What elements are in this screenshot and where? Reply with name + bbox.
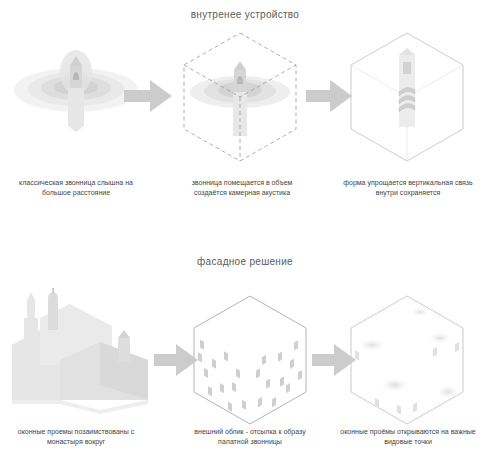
section-heading: внутренее устройство [145,9,345,20]
monastery [12,288,148,414]
section-heading: фасадное решение [145,256,345,267]
caption: звонница помещается в объем создаётся ка… [180,178,304,198]
window-openings [355,342,459,415]
caption: оконные проёмы открываются на важные вид… [334,427,482,447]
caption: классическая звонница слышна на большое … [17,178,135,198]
caption: оконные проемы позаимствованы с монастыр… [12,427,140,447]
simplified-volume [351,33,463,161]
flow-arrow [124,80,356,376]
bell-tower-waves [14,50,138,132]
caption: форма упрощается вертикальная связь внут… [333,178,483,198]
window-openings [198,339,302,411]
bell-tower-in-volume [184,33,296,161]
windowed-volume [194,296,306,424]
caption: внешний облик - отсылка к образу палатно… [184,427,316,447]
viewpoint-volume [351,296,463,424]
